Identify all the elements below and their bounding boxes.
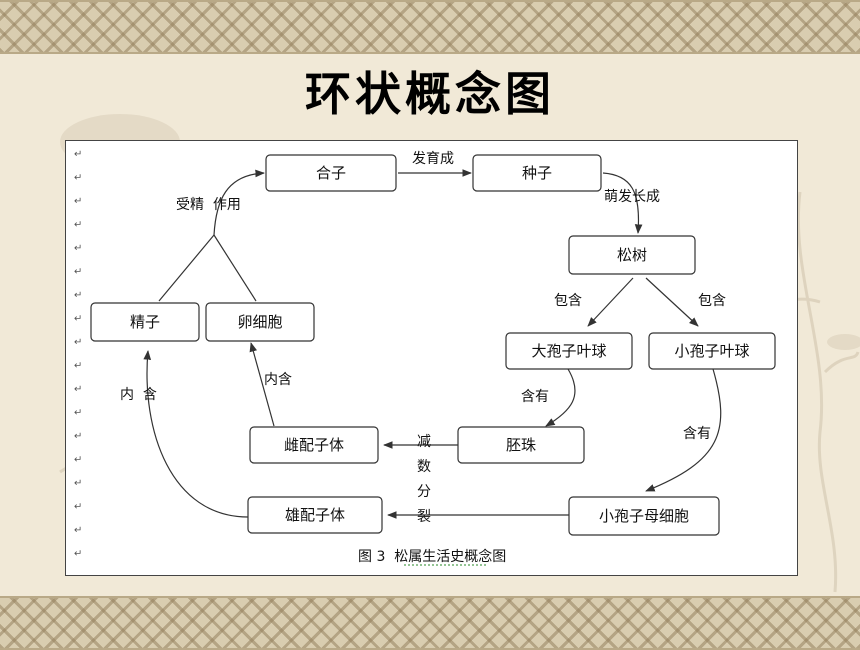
label-develop: 发育成 bbox=[412, 151, 454, 167]
edge-male-gametophyte-to-sperm bbox=[143, 350, 249, 518]
paragraph-mark: ↵ bbox=[74, 337, 82, 348]
node-male-gametophyte: 雄配子体 bbox=[247, 496, 383, 534]
node-microspore-mother: 小孢子母细胞 bbox=[568, 496, 720, 536]
paragraph-mark: ↵ bbox=[74, 455, 82, 466]
node-female-gametophyte: 雌配子体 bbox=[249, 426, 379, 464]
paragraph-mark: ↵ bbox=[74, 502, 82, 513]
figure-caption: 图 3 松属生活史概念图 bbox=[358, 548, 506, 565]
label-meiosis-4: 裂 bbox=[417, 509, 431, 525]
edge-female-gametophyte-to-egg bbox=[249, 342, 275, 427]
paragraph-mark: ↵ bbox=[74, 220, 82, 231]
edge-pine-to-microstrobilus bbox=[645, 277, 699, 327]
edge-junction-to-zygote bbox=[213, 169, 265, 236]
paragraph-mark: ↵ bbox=[74, 361, 82, 372]
paragraph-mark: ↵ bbox=[74, 196, 82, 207]
node-sperm: 精子 bbox=[90, 302, 200, 342]
paragraph-mark: ↵ bbox=[74, 478, 82, 489]
paragraph-mark: ↵ bbox=[74, 149, 82, 160]
label-contains-right: 包含 bbox=[698, 293, 726, 309]
svg-text:小孢子母细胞: 小孢子母细胞 bbox=[599, 507, 689, 525]
label-fertilization: 受精 作用 bbox=[176, 197, 241, 213]
paragraph-mark: ↵ bbox=[74, 408, 82, 419]
label-contains-left: 包含 bbox=[554, 293, 582, 309]
svg-text:大孢子叶球: 大孢子叶球 bbox=[531, 342, 606, 360]
node-ovule: 胚珠 bbox=[457, 426, 585, 464]
paragraph-mark: ↵ bbox=[74, 384, 82, 395]
label-inner-contain-left: 内 含 bbox=[120, 387, 157, 403]
paragraph-marks: ↵ ↵ ↵ ↵ ↵ ↵ ↵ ↵ ↵ ↵ ↵ ↵ ↵ ↵ ↵ ↵ ↵ ↵ bbox=[74, 149, 82, 560]
concept-map: ↵ ↵ ↵ ↵ ↵ ↵ ↵ ↵ ↵ ↵ ↵ ↵ ↵ ↵ ↵ ↵ ↵ ↵ 合子 种子 松树 大孢子叶球 bbox=[74, 149, 776, 566]
slide-title: 环状概念图 bbox=[305, 67, 555, 121]
node-pine: 松树 bbox=[568, 235, 696, 275]
label-inner-contain-right: 内含 bbox=[264, 372, 292, 388]
figure-panel: ↵ ↵ ↵ ↵ ↵ ↵ ↵ ↵ ↵ ↵ ↵ ↵ ↵ ↵ ↵ ↵ ↵ ↵ 合子 种子 松树 大孢子叶球 bbox=[65, 140, 798, 576]
node-zygote: 合子 bbox=[265, 154, 397, 192]
label-has-microspore: 含有 bbox=[683, 426, 711, 442]
bottom-decorative-border bbox=[0, 596, 860, 650]
paragraph-mark: ↵ bbox=[74, 525, 82, 536]
edge-seed-to-pine bbox=[602, 172, 643, 234]
edge-egg-to-junction bbox=[213, 234, 257, 302]
svg-text:雄配子体: 雄配子体 bbox=[285, 506, 345, 524]
paragraph-mark: ↵ bbox=[74, 173, 82, 184]
node-megastrobilus: 大孢子叶球 bbox=[505, 332, 633, 370]
label-meiosis-3: 分 bbox=[417, 484, 431, 500]
node-egg: 卵细胞 bbox=[205, 302, 315, 342]
paragraph-mark: ↵ bbox=[74, 243, 82, 254]
svg-text:精子: 精子 bbox=[130, 313, 160, 331]
svg-text:卵细胞: 卵细胞 bbox=[237, 313, 282, 331]
svg-text:雌配子体: 雌配子体 bbox=[284, 436, 344, 454]
svg-text:合子: 合子 bbox=[316, 164, 346, 182]
label-has-ovule: 含有 bbox=[521, 389, 549, 405]
svg-text:种子: 种子 bbox=[522, 164, 552, 182]
edge-microstrobilus-to-microspore-mother bbox=[645, 368, 722, 492]
edge-sperm-to-junction bbox=[158, 234, 215, 302]
paragraph-mark: ↵ bbox=[74, 549, 82, 560]
svg-text:胚珠: 胚珠 bbox=[506, 436, 536, 454]
svg-text:松树: 松树 bbox=[617, 246, 647, 264]
node-seed: 种子 bbox=[472, 154, 602, 192]
paragraph-mark: ↵ bbox=[74, 267, 82, 278]
paragraph-mark: ↵ bbox=[74, 314, 82, 325]
svg-text:小孢子叶球: 小孢子叶球 bbox=[674, 342, 749, 360]
edge-pine-to-megastrobilus bbox=[587, 277, 634, 327]
paragraph-mark: ↵ bbox=[74, 431, 82, 442]
edge-megastrobilus-to-ovule bbox=[545, 368, 576, 427]
top-decorative-border bbox=[0, 0, 860, 54]
label-sprout: 萌发长成 bbox=[604, 189, 660, 205]
label-meiosis-2: 数 bbox=[417, 459, 431, 475]
paragraph-mark: ↵ bbox=[74, 290, 82, 301]
node-microstrobilus: 小孢子叶球 bbox=[648, 332, 776, 370]
label-meiosis-1: 减 bbox=[417, 434, 431, 450]
